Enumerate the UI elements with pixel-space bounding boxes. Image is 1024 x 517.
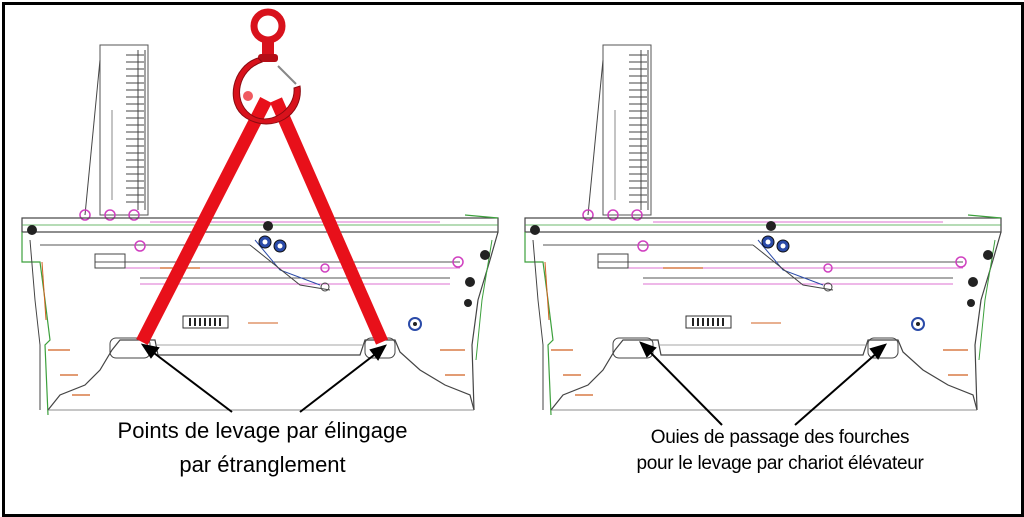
- caption-line: par étranglement: [179, 452, 346, 477]
- forklift-pockets-caption: Ouies de passage des fourches pour le le…: [590, 425, 970, 477]
- lifting-sling: [136, 97, 388, 345]
- caption-line: pour le levage par chariot élévateur: [636, 453, 924, 474]
- right-machine-drawing: [524, 44, 1002, 416]
- lifting-hook-icon: [232, 8, 301, 125]
- caption-line: Ouies de passage des fourches: [650, 427, 910, 448]
- caption-line: Points de levage par élingage: [117, 418, 408, 443]
- left-pointer-arrows: [140, 343, 388, 413]
- sling-lifting-caption: Points de levage par élingage par étrang…: [90, 414, 435, 482]
- right-pointer-arrows: [639, 341, 888, 426]
